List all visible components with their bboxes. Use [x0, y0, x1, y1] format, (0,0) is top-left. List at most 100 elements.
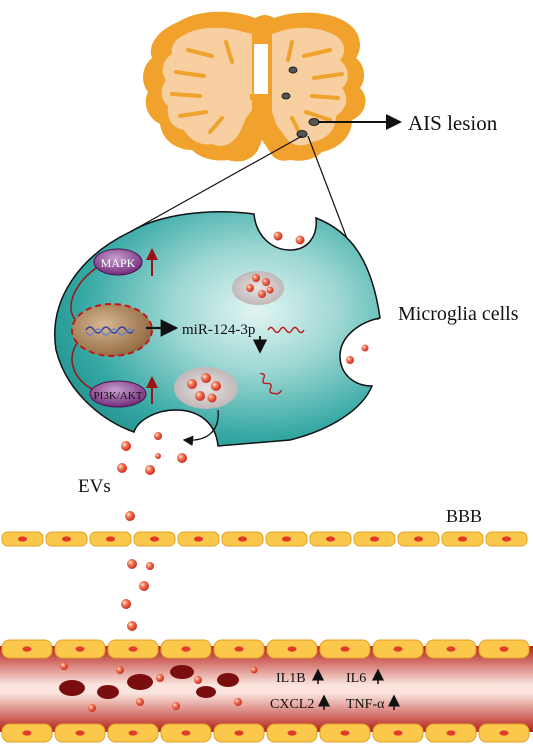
endothelial-nucleus	[370, 536, 379, 542]
mirna-strand	[260, 372, 283, 395]
endothelial-nucleus	[393, 730, 403, 736]
endothelial-nucleus	[22, 730, 32, 736]
endothelial-nucleus	[287, 730, 297, 736]
ev-vesicle	[207, 393, 217, 403]
endothelial-nucleus	[106, 536, 115, 542]
ev-vesicle	[211, 381, 221, 391]
brain-inner	[161, 27, 348, 146]
ev-vesicle	[154, 432, 162, 440]
ev-vesicle	[88, 704, 96, 712]
endothelial-nucleus	[181, 646, 191, 652]
ev-vesicle	[117, 463, 127, 473]
ev-vesicle	[155, 453, 161, 459]
endothelial-nucleus	[282, 536, 291, 542]
ev-vesicle	[252, 274, 260, 282]
ev-vesicle	[116, 666, 124, 674]
lesion-spot	[308, 118, 320, 126]
ev-vesicle	[346, 356, 354, 364]
red-blood-cell	[170, 665, 194, 679]
pi3k-akt-node	[89, 380, 147, 408]
endothelial-nucleus	[128, 730, 138, 736]
lesion-spot	[288, 66, 298, 74]
ev-vesicle	[125, 511, 135, 521]
ev-vesicle	[234, 698, 242, 706]
ev-vesicle	[194, 676, 202, 684]
release-arrow	[182, 409, 219, 446]
endothelial-nucleus	[18, 536, 27, 542]
endothelial-nucleus	[75, 646, 85, 652]
pi3k-akt-label: PI3K/AKT	[94, 390, 143, 402]
ev-vesicle	[127, 559, 137, 569]
ev-vesicle	[146, 562, 154, 570]
endothelial-nucleus	[340, 646, 350, 652]
endothelial-nucleus	[22, 646, 32, 652]
ev-vesicle	[262, 278, 270, 286]
ev-vesicle	[121, 441, 131, 451]
red-blood-cell	[127, 674, 153, 690]
ev-vesicle	[156, 674, 164, 682]
ev-vesicle	[172, 702, 180, 710]
red-blood-cell	[196, 686, 216, 698]
mapk-node	[93, 248, 143, 276]
tnfa-label: TNF-α	[346, 697, 385, 712]
vessel-lumen	[0, 646, 533, 732]
endothelial-nucleus	[75, 730, 85, 736]
ev-vesicle	[121, 599, 131, 609]
endothelial-nucleus	[340, 730, 350, 736]
ev-vesicle	[266, 286, 274, 294]
ev-vesicle	[60, 662, 68, 670]
endothelial-nucleus	[128, 646, 138, 652]
brain-gyri	[170, 40, 344, 136]
corpus-callosum	[250, 94, 272, 100]
endothelial-nucleus	[234, 730, 244, 736]
endothelial-nucleus	[499, 646, 509, 652]
dna-strand	[85, 326, 135, 334]
mirna-strand	[267, 326, 305, 334]
brain-section	[143, 11, 366, 162]
multivesicular-body	[232, 271, 284, 305]
ev-vesicle	[361, 344, 369, 352]
endothelial-nucleus	[238, 536, 247, 542]
endothelial-nucleus	[499, 730, 509, 736]
ev-vesicle	[145, 465, 155, 475]
endothelial-nucleus	[181, 730, 191, 736]
ev-vesicle	[295, 235, 305, 245]
ev-vesicle	[177, 453, 187, 463]
red-blood-cell	[59, 680, 85, 696]
mapk-label: MAPK	[101, 256, 136, 270]
ev-vesicle	[273, 231, 283, 241]
ev-vesicle	[127, 621, 137, 631]
endothelial-nucleus	[326, 536, 335, 542]
vessel-endothelial-bottom	[1, 723, 530, 743]
multivesicular-body	[174, 367, 238, 409]
endothelial-nucleus	[458, 536, 467, 542]
ev-vesicle	[195, 391, 205, 401]
cxcl2-label: CXCL2	[270, 697, 314, 712]
il1b-label: IL1B	[276, 671, 306, 686]
endothelial-nucleus	[62, 536, 71, 542]
mirna-label: miR-124-3p	[182, 322, 255, 338]
endothelial-nucleus	[194, 536, 203, 542]
endothelial-nucleus	[393, 646, 403, 652]
evs-label: EVs	[78, 476, 111, 497]
ev-vesicle	[250, 666, 258, 674]
vessel-endothelial-top	[1, 639, 530, 659]
bbb-label: BBB	[446, 506, 482, 526]
ev-vesicle	[139, 581, 149, 591]
ev-vesicle	[187, 379, 197, 389]
blood-vessel	[0, 639, 533, 743]
ais-lesion-label: AIS lesion	[408, 111, 498, 135]
lesion-spot	[296, 130, 308, 138]
endothelial-nucleus	[446, 646, 456, 652]
ev-vesicle	[246, 284, 254, 292]
pi3k-link	[71, 339, 95, 391]
endothelial-nucleus	[502, 536, 511, 542]
endothelial-nucleus	[234, 646, 244, 652]
red-blood-cell	[217, 673, 239, 687]
endothelial-nucleus	[287, 646, 297, 652]
bbb-endothelial-layer	[1, 531, 528, 547]
ventricle	[254, 44, 268, 96]
dna-strand	[85, 328, 135, 336]
lesion-spot	[281, 92, 291, 100]
